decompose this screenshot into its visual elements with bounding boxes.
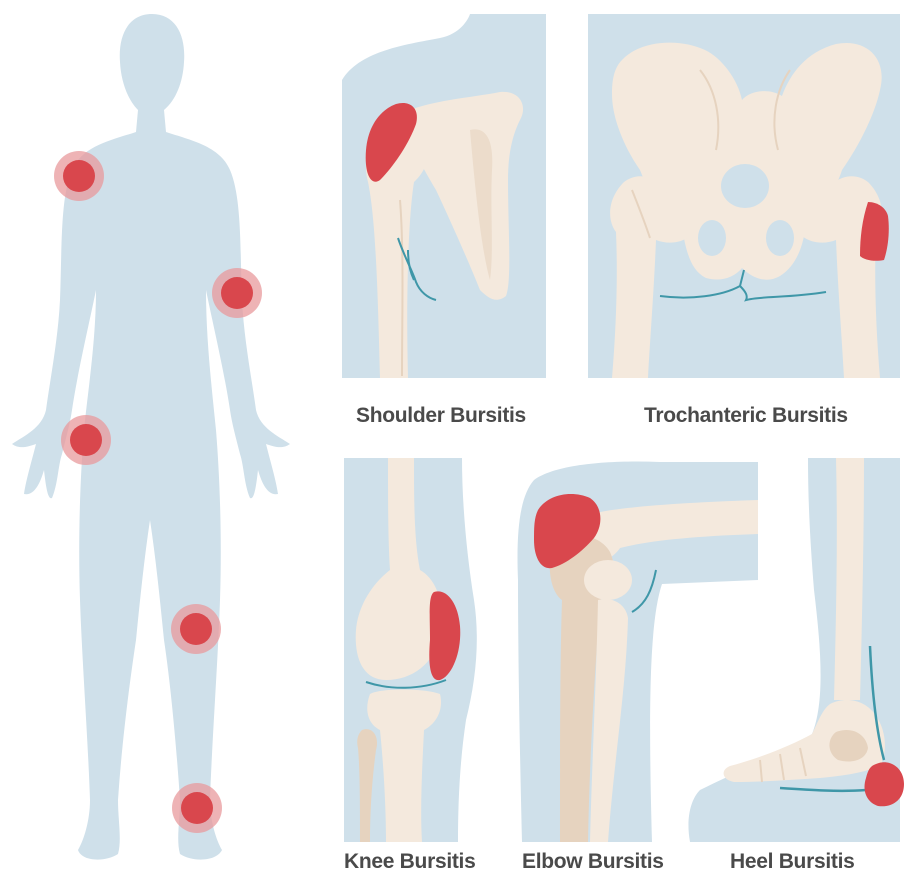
marker-shoulder [54, 151, 104, 201]
heel-bursa [865, 762, 905, 806]
elbow-label: Elbow Bursitis [522, 850, 664, 873]
heel-label: Heel Bursitis [730, 850, 854, 873]
knee-panel: Knee Bursitis [344, 458, 477, 873]
marker-hip [61, 415, 111, 465]
marker-elbow [212, 268, 262, 318]
body-silhouette [12, 14, 290, 860]
body-figure [12, 14, 290, 860]
marker-knee [171, 604, 221, 654]
marker-heel [172, 783, 222, 833]
trochanteric-panel: Trochanteric Bursitis [588, 14, 900, 427]
shoulder-panel: Shoulder Bursitis [342, 14, 546, 427]
knee-label: Knee Bursitis [344, 850, 475, 873]
trochanteric-label: Trochanteric Bursitis [644, 404, 848, 427]
shoulder-label: Shoulder Bursitis [356, 404, 526, 427]
heel-tibia [834, 458, 864, 700]
